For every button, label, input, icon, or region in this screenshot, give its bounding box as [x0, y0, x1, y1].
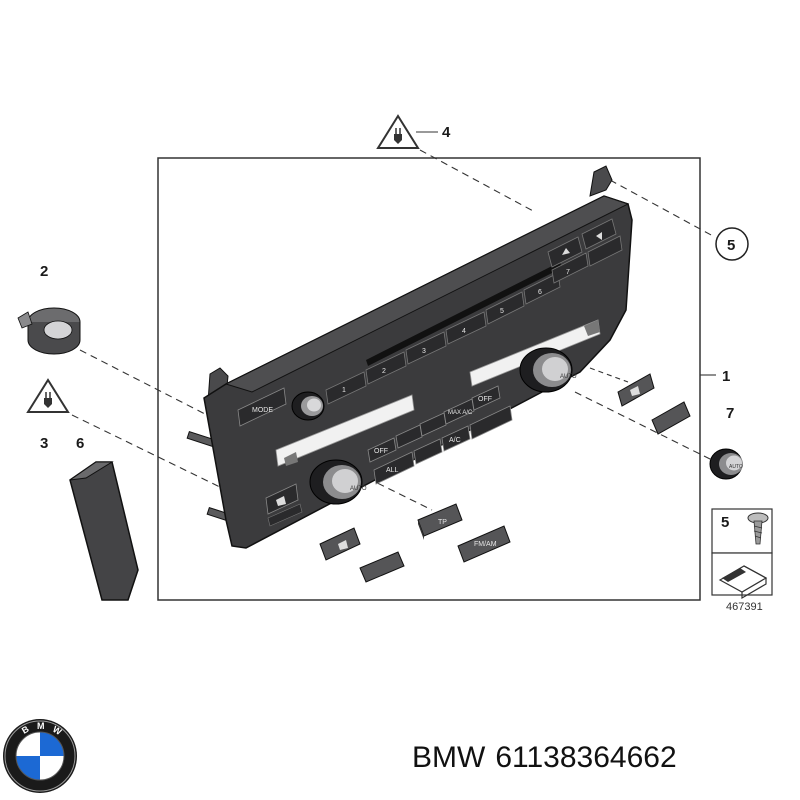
callout-3: 3 — [40, 435, 48, 452]
preset-button-8[interactable] — [587, 235, 623, 267]
preset-button-1[interactable] — [325, 371, 367, 405]
preset-label-6: 6 — [538, 289, 542, 296]
preset-label-3: 3 — [422, 348, 426, 355]
top-right-buttons — [547, 218, 617, 268]
seat-button-right-lower — [651, 401, 691, 435]
mode-label: MODE — [252, 407, 273, 414]
front-defrost-button[interactable] — [413, 438, 443, 465]
auto-label-left: AUTO — [350, 486, 367, 492]
preset-button-2[interactable] — [365, 351, 407, 385]
all-button[interactable] — [373, 451, 415, 485]
off-label-right: OFF — [478, 396, 492, 403]
off-label-left: OFF — [374, 448, 388, 455]
preset-label-5: 5 — [500, 308, 504, 315]
svg-text:M: M — [37, 721, 45, 731]
callout-7: 7 — [726, 405, 734, 422]
lower-strip — [267, 503, 303, 527]
knob-adapter-ring — [17, 307, 81, 355]
esd-warning-icon-top — [376, 114, 420, 149]
preset-button-4[interactable] — [445, 311, 487, 345]
left-display-icon — [284, 452, 298, 466]
recirculation-button[interactable] — [469, 405, 513, 440]
volume-knob[interactable] — [291, 391, 325, 421]
seat-button-right-upper — [617, 373, 655, 407]
auto-knob-label: AUTO — [729, 464, 743, 470]
preset-button-7[interactable] — [551, 252, 589, 284]
off-button-left[interactable] — [367, 437, 397, 463]
right-temperature-knob[interactable]: AUTO — [519, 347, 577, 393]
side-trim-edge — [69, 461, 114, 481]
fan-button[interactable] — [395, 424, 423, 449]
right-display-icon — [584, 320, 600, 336]
max-ac-button[interactable] — [443, 398, 475, 425]
esd-warning-icon-left — [26, 378, 70, 413]
mounting-tab-top-right — [589, 165, 613, 197]
auto-knob: AUTO — [709, 448, 743, 480]
part-caption: BMW 61138364662 — [412, 741, 687, 775]
side-trim-panel — [69, 461, 139, 601]
callout-1: 1 — [722, 368, 730, 385]
fm-am-label: FM/AM — [474, 541, 497, 548]
max-ac-label: MAX A/C — [448, 410, 473, 416]
arrow-left-icon — [596, 232, 602, 240]
diagram-reference-number: 467391 — [726, 601, 763, 613]
fm-am-button: FM/AM — [457, 525, 511, 563]
preset-buttons: 1 2 3 4 5 6 7 — [325, 235, 623, 405]
brand-name: BMW — [412, 741, 486, 774]
auto-label-right: AUTO — [560, 374, 577, 380]
tp-button: TP — [417, 503, 463, 540]
mode-button[interactable] — [237, 387, 287, 427]
callout-6: 6 — [76, 435, 84, 452]
preset-button-3[interactable] — [405, 331, 447, 365]
eject-icon — [562, 248, 570, 255]
panel-top-bezel — [224, 195, 630, 393]
preset-label-7: 7 — [566, 269, 570, 276]
left-climate-display — [275, 394, 415, 467]
loose-buttons: TP FM/AM — [319, 373, 691, 583]
preset-button-5[interactable] — [485, 291, 525, 325]
preset-button-6[interactable] — [523, 272, 561, 305]
arrow-symbol-icon — [718, 565, 768, 600]
callout-5: 5 — [727, 237, 735, 254]
legend-box: 5 — [711, 508, 773, 600]
climate-buttons: OFF MAX A/C OFF ALL A/C — [367, 385, 513, 485]
seat-heat-button-loose — [319, 527, 361, 561]
screw-icon — [747, 512, 769, 545]
svg-text:B: B — [20, 724, 31, 736]
callout-4: 4 — [442, 124, 451, 141]
preset-label-1: 1 — [342, 387, 346, 394]
ac-button[interactable] — [441, 425, 471, 452]
legend-callout-5: 5 — [721, 514, 729, 531]
cd-slot — [366, 262, 562, 366]
ac-label: A/C — [449, 437, 461, 444]
callout-circle-5 — [715, 227, 749, 261]
left-temperature-knob[interactable]: AUTO — [309, 459, 367, 505]
all-label: ALL — [386, 467, 399, 474]
bmw-logo: B M W — [3, 719, 77, 793]
preset-label-4: 4 — [462, 328, 466, 335]
off-button-right[interactable] — [471, 385, 501, 411]
callout-2: 2 — [40, 263, 48, 280]
assembly-frame — [157, 157, 701, 601]
preset-label-2: 2 — [382, 368, 386, 375]
part-number: 61138364662 — [495, 741, 677, 774]
tp-label: TP — [438, 519, 447, 526]
blank-button-loose — [359, 551, 405, 583]
climate-control-panel: 1 2 3 4 5 6 7 MODE — [186, 165, 633, 549]
seat-heat-icon-left — [276, 496, 286, 506]
rear-defrost-button[interactable] — [419, 412, 447, 437]
